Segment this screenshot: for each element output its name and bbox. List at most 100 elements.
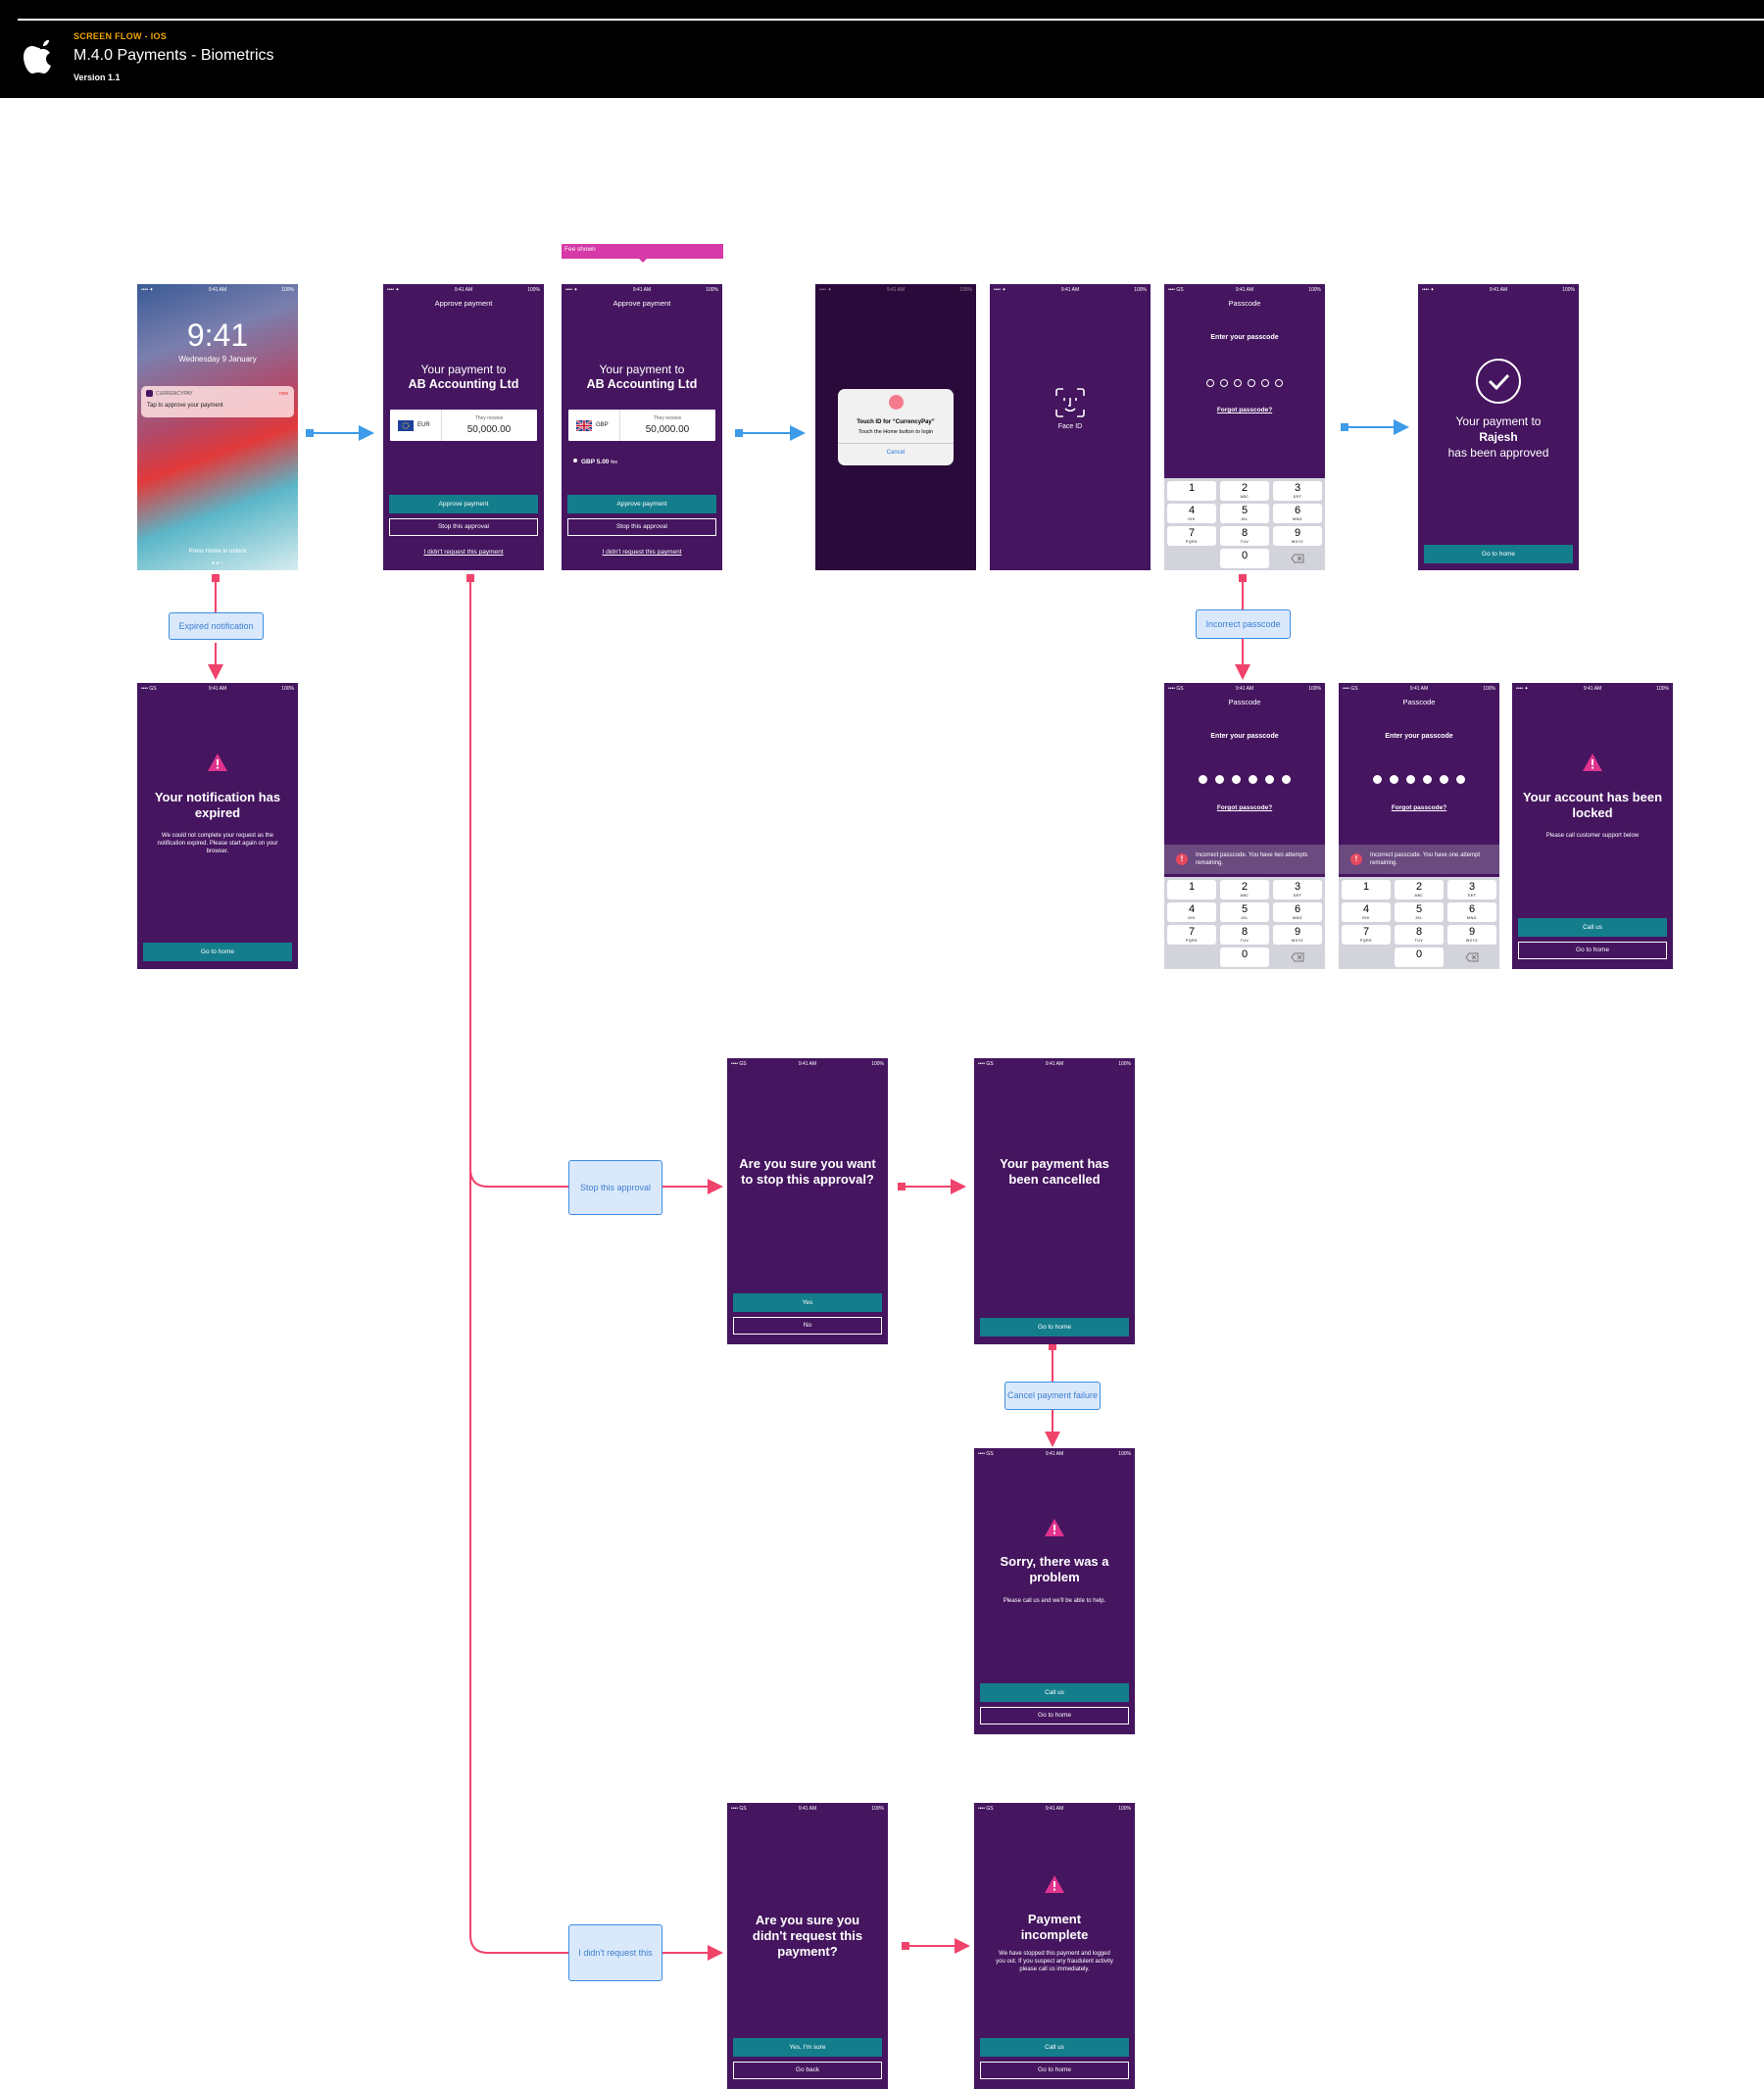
call-us-button[interactable]: Call us [980, 1683, 1129, 1702]
fee-shown-note: Fee shown [562, 244, 723, 259]
fingerprint-icon [889, 395, 904, 410]
label-not-requested: I didn't request this [568, 1924, 662, 1981]
stop-approval-button[interactable]: Stop this approval [567, 518, 716, 536]
incomplete-title: Payment incomplete [1020, 1912, 1089, 1942]
backspace-icon[interactable] [1447, 947, 1496, 967]
go-home-button[interactable]: Go to home [980, 1707, 1129, 1725]
expired-body: We could not complete your request as th… [157, 833, 278, 854]
expired-title: Your notification has expired [154, 790, 281, 820]
key-0[interactable]: 0 [1220, 549, 1269, 568]
touch-id-cancel-button[interactable]: Cancel [886, 450, 906, 456]
yes-button[interactable]: Yes [733, 1293, 882, 1312]
amount-box: GBP They receive 50,000.00 [568, 410, 715, 441]
stop-confirm-title: Are you sure you want to stop this appro… [739, 1156, 876, 1187]
go-home-button[interactable]: Go to home [143, 943, 292, 961]
line-stop-branch [469, 578, 568, 1188]
screen-heading: Approve payment [434, 299, 493, 308]
document-header: SCREEN FLOW - IOS M.4.0 Payments - Biome… [0, 0, 1764, 98]
label-stop-approval: Stop this approval [568, 1160, 662, 1215]
key-1[interactable]: 1 [1342, 880, 1391, 899]
app-icon [146, 390, 153, 397]
go-home-button[interactable]: Go to home [1518, 942, 1667, 959]
fee-line: GBP 5.00 fee [573, 459, 617, 465]
backspace-icon[interactable] [1273, 549, 1322, 568]
passcode-dots [1339, 771, 1499, 789]
forgot-passcode-link[interactable]: Forgot passcode? [1391, 804, 1447, 811]
not-requested-link[interactable]: I didn't request this payment [602, 549, 682, 556]
notification-card[interactable]: CURRENCYPAY now Tap to approve your paym… [141, 386, 294, 417]
touch-id-dialog: Touch ID for “CurrencyPay” Touch the Hom… [838, 389, 954, 465]
forgot-passcode-link[interactable]: Forgot passcode? [1216, 804, 1273, 811]
forgot-passcode-link[interactable]: Forgot passcode? [1216, 407, 1273, 413]
lock-home-hint: Press Home to unlock [188, 549, 247, 555]
go-home-button[interactable]: Go to home [980, 2062, 1129, 2079]
go-back-button[interactable]: Go back [733, 2062, 882, 2079]
stop-approval-button[interactable]: Stop this approval [389, 518, 538, 536]
key-1[interactable]: 1 [1167, 880, 1216, 899]
eu-flag-icon [398, 420, 414, 431]
key-0[interactable]: 0 [1395, 947, 1444, 967]
approve-payment-button[interactable]: Approve payment [567, 495, 716, 513]
apple-logo-icon [24, 40, 51, 73]
go-home-button[interactable]: Go to home [980, 1318, 1129, 1336]
error-banner: !Incorrect passcode. You have one attemp… [1339, 845, 1499, 874]
not-requested-link[interactable]: I didn't request this payment [423, 549, 504, 556]
key-1[interactable]: 1 [1167, 481, 1216, 501]
backspace-icon[interactable] [1273, 947, 1322, 967]
error-icon: ! [1350, 853, 1362, 865]
amount-box: EUR They receive 50,000.00 [390, 410, 537, 441]
incomplete-body: We have stopped this payment and logged … [996, 1951, 1113, 1972]
passcode-prompt: Enter your passcode [1210, 334, 1279, 341]
yes-sure-button[interactable]: Yes, I'm sure [733, 2038, 882, 2057]
error-icon: ! [1176, 853, 1188, 865]
screen-heading: Approve payment [612, 299, 671, 308]
call-us-button[interactable]: Call us [980, 2038, 1129, 2057]
go-home-button[interactable]: Go to home [1424, 545, 1573, 563]
call-us-button[interactable]: Call us [1518, 918, 1667, 937]
lock-time: 9:41 [186, 317, 249, 353]
key-0[interactable]: 0 [1220, 947, 1269, 967]
passcode-dots [1164, 374, 1325, 392]
problem-title: Sorry, there was a problem [1000, 1554, 1109, 1584]
face-id-icon [1055, 388, 1085, 417]
no-button[interactable]: No [733, 1317, 882, 1335]
approve-payment-button[interactable]: Approve payment [389, 495, 538, 513]
